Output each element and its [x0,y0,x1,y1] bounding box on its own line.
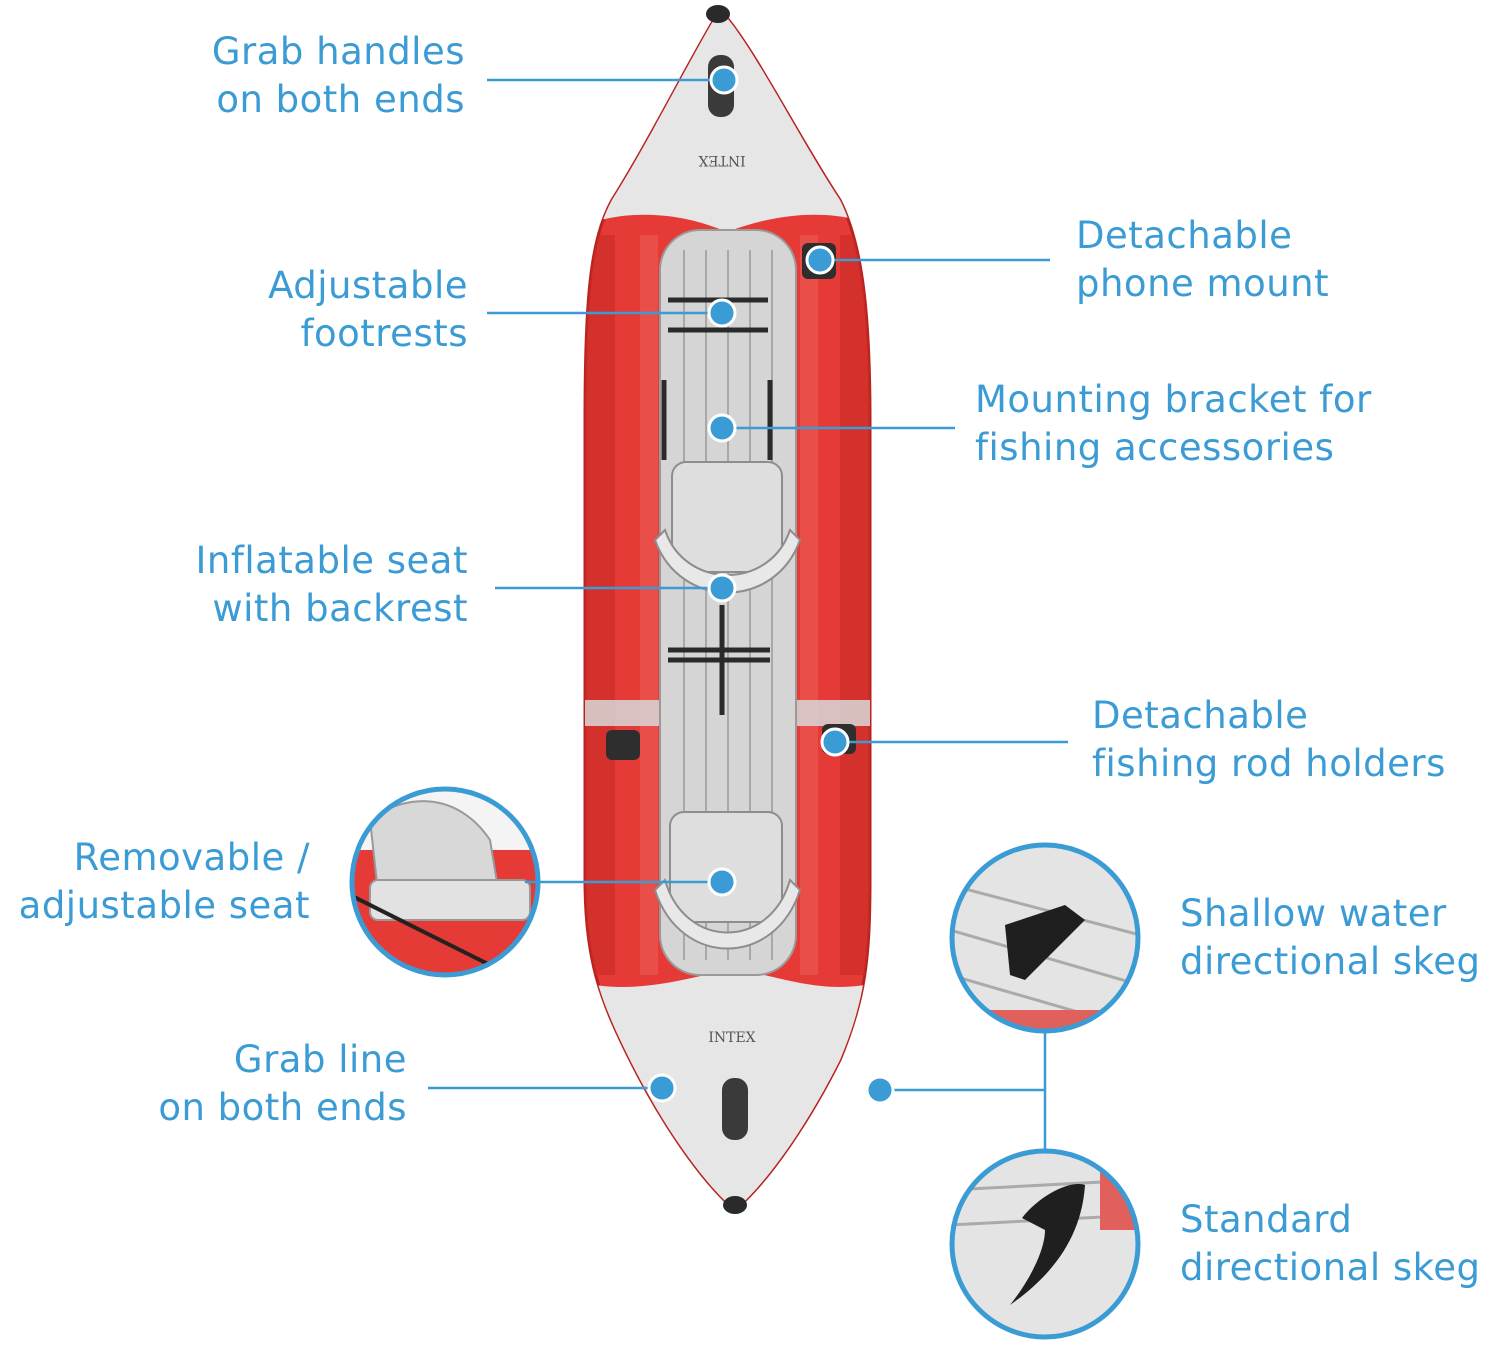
callout-dot-icon [707,298,737,328]
callout-dot-icon [707,867,737,897]
callout-mounting-bracket: Mounting bracket for fishing accessories [975,378,1372,469]
shallow-skeg-inset-icon [949,842,1141,1034]
footrest-straps [661,297,773,715]
callout-dot-icon [865,1075,895,1105]
callout-dot-icon [820,727,850,757]
callout-dot-icon [709,65,739,95]
callout-grab-handles: Grab handles on both ends [211,30,465,121]
leader-lines [428,78,1068,1151]
callout-dots [647,65,895,1105]
callout-adjustable-footrests: Adjustable footrests [268,264,468,355]
callout-removable-seat: Removable / adjustable seat [18,836,310,927]
seat-inset-icon [349,786,541,978]
callout-dot-icon [707,413,737,443]
callout-phone-mount: Detachable phone mount [1076,214,1330,305]
front-seat [653,461,802,594]
callout-inflatable-seat: Inflatable seat with backrest [195,539,468,630]
standard-skeg-inset-icon [949,1148,1141,1340]
bow-logo: INTEX [698,152,745,168]
callout-dot-icon [805,245,835,275]
callout-dot-icon [647,1073,677,1103]
stern-grab-handle [722,1078,748,1140]
callout-rod-holders: Detachable fishing rod holders [1092,694,1446,785]
callout-grab-line: Grab line on both ends [158,1038,407,1129]
callout-dot-icon [707,573,737,603]
rod-holder-left [606,730,640,760]
callout-standard-skeg: Standard directional skeg [1180,1198,1481,1289]
kayak-hull: INTEX INTEX [583,5,872,1214]
stern-logo: INTEX [708,1030,755,1046]
rear-seat [653,811,802,950]
callout-shallow-skeg: Shallow water directional skeg [1180,892,1481,983]
